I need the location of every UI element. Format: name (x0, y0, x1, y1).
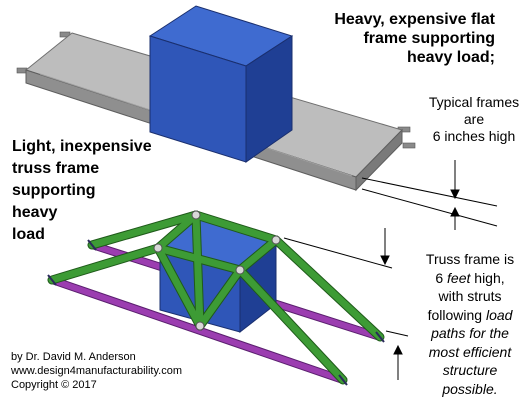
truss-joints (153, 210, 281, 331)
heavy-frame-title-line: Heavy, expensive flat (334, 11, 495, 28)
truss-height-dimension (283, 228, 409, 380)
truss-note-line: paths for the (431, 325, 509, 341)
flat-frame-height-note-line: Typical frames (428, 94, 520, 110)
heavy-frame-title: Heavy, expensive flat frame supporting h… (334, 10, 495, 67)
truss-frame-title-line: supporting (12, 182, 96, 199)
author-credit: by Dr. David M. Anderson www.design4manu… (11, 350, 182, 392)
truss-note-line: 6 feet high, (411, 269, 529, 288)
truss-frame-title-line: truss frame (12, 160, 100, 177)
truss-frame-title-line: Light, inexpensive (12, 138, 152, 155)
credit-copyright: Copyright © 2017 (11, 379, 97, 391)
truss-note-unit: feet (447, 269, 471, 286)
truss-note-line: structure (442, 362, 498, 378)
truss-frame-title-line: load (12, 226, 45, 243)
credit-author: by Dr. David M. Anderson (11, 351, 136, 363)
truss-note-emphasis: load (485, 306, 513, 323)
truss-frame-height-note: Truss frame is 6 feet high, with struts … (411, 250, 529, 398)
truss-frame-title-line: heavy (12, 204, 58, 221)
truss-end-caps (47, 239, 385, 386)
truss-note-number: 6 (435, 269, 448, 286)
truss-note-prefix: following (427, 306, 486, 323)
heavy-frame-title-line: heavy load; (406, 49, 495, 66)
truss-note-line: possible. (442, 380, 498, 397)
truss-note-line: with struts (438, 288, 502, 304)
flat-frame-height-note: Typical frames are 6 inches high (419, 94, 529, 145)
truss-note-line: most efficient (428, 343, 512, 360)
truss-frame-title: Light, inexpensive truss frame supportin… (12, 136, 152, 246)
truss-note-line: following load (411, 306, 529, 325)
flat-frame-height-note-line: 6 inches high (432, 128, 516, 144)
truss-note-suffix: high, (470, 269, 505, 286)
credit-website: www.design4manufacturability.com (11, 365, 182, 377)
truss-green-struts (47, 210, 385, 385)
flat-frame-height-note-line: are (463, 111, 485, 127)
truss-note-line: Truss frame is (425, 251, 515, 267)
flat-frame-load-box (148, 5, 294, 163)
flat-frame-height-dimension (361, 160, 498, 230)
heavy-frame-title-line: frame supporting (363, 30, 495, 47)
